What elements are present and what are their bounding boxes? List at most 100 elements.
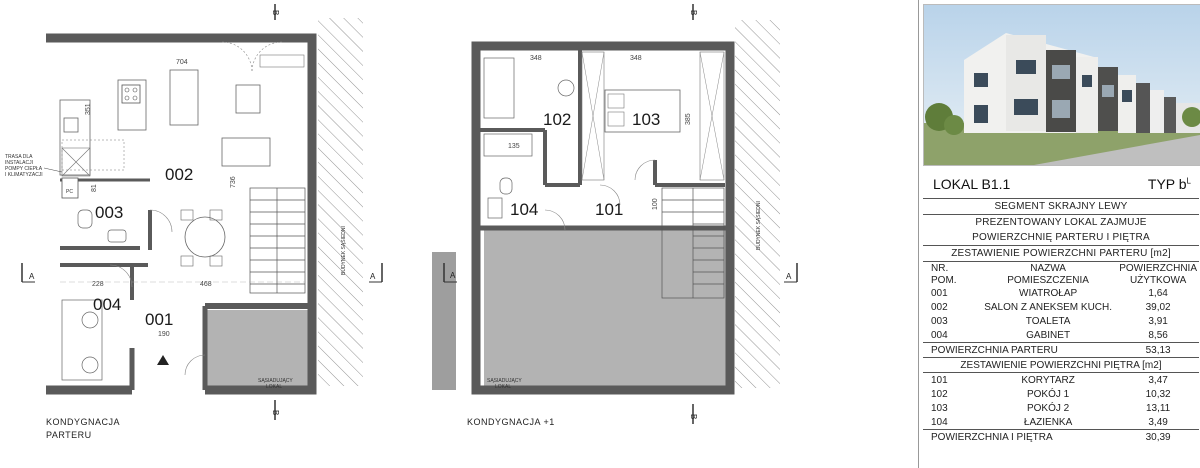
entrance-arrow <box>157 355 169 365</box>
row-nr: 004 <box>931 329 948 341</box>
upper-exterior-walls <box>471 41 735 395</box>
row-nr: 103 <box>931 402 948 414</box>
row-area: 3,47 <box>1148 374 1168 386</box>
section-mark: B <box>689 414 698 419</box>
presented-line-1: PREZENTOWANY LOKAL ZAJMUJE <box>975 217 1147 228</box>
building-photo <box>923 4 1200 166</box>
room-label-101: 101 <box>595 200 623 219</box>
dim: 736 <box>230 176 237 188</box>
col-header-area-2: UŻYTKOWA <box>1129 274 1187 286</box>
ground-caption: KONDYGNACJA <box>46 417 120 427</box>
bathtub <box>483 133 533 157</box>
row-name: SALON Z ANEKSEM KUCH. <box>984 301 1113 313</box>
upper-void-area <box>484 228 730 390</box>
row-area: 3,91 <box>1148 315 1168 327</box>
room-label-102: 102 <box>543 110 571 129</box>
room-label-004: 004 <box>93 295 121 314</box>
row-nr: 003 <box>931 315 948 327</box>
table-row: 004 GABINET 8,56 <box>923 328 1199 343</box>
section-mark: B <box>689 10 698 15</box>
row-area: 39,02 <box>1145 301 1171 313</box>
sofa <box>169 69 199 126</box>
table-header-row: NR. NAZWA POWIERZCHNIA <box>923 262 1199 274</box>
adjacent-label-upper: LOKAL <box>495 384 511 390</box>
ground-total-row: POWIERZCHNIA PARTERU 53,13 <box>923 342 1199 358</box>
stairs-upper <box>661 187 725 299</box>
row-area: 13,11 <box>1145 402 1171 414</box>
table-header-row: POM. POMIESZCZENIA UŻYTKOWA <box>923 274 1199 286</box>
room-label-104: 104 <box>510 200 538 219</box>
adjacent-label: SĄSIADUJĄCY <box>258 378 293 384</box>
section-mark: A <box>370 272 376 281</box>
upper-area-header: ZESTAWIENIE POWIERZCHNI PIĘTRA [m2] <box>960 359 1162 371</box>
office-desk <box>61 299 103 381</box>
row-area: 1,64 <box>1148 287 1168 299</box>
row-area: 3,49 <box>1148 416 1168 428</box>
section-mark: B <box>271 410 280 415</box>
table-row: 001 WIATROŁAP 1,64 <box>923 286 1199 300</box>
adjacent-label: LOKAL <box>266 384 282 390</box>
dim: 190 <box>158 331 170 338</box>
kitchen-island <box>117 79 147 131</box>
row-nr: 001 <box>931 287 948 299</box>
room-label-103: 103 <box>632 110 660 129</box>
row-nr: 104 <box>931 416 948 428</box>
row-name: KORYTARZ <box>1021 374 1075 386</box>
bed <box>604 89 681 133</box>
section-mark: A <box>450 271 456 280</box>
room-label-002: 002 <box>165 165 193 184</box>
row-name: GABINET <box>1026 329 1071 341</box>
ground-total-value: 53,13 <box>1117 342 1199 358</box>
dim: 348 <box>630 55 642 62</box>
upper-total-label: POWIERZCHNIA I PIĘTRA <box>923 429 1118 444</box>
unit-type-sup: L <box>1186 176 1191 186</box>
upper-total-value: 30,39 <box>1117 429 1199 444</box>
ground-total-label: POWIERZCHNIA PARTERU <box>923 342 1118 358</box>
table-row: 103 POKÓJ 2 13,11 <box>923 401 1199 415</box>
row-name: POKÓJ 1 <box>1026 388 1070 400</box>
col-header-nr: NR. <box>931 262 949 274</box>
dim: 468 <box>200 281 212 288</box>
dining-table <box>184 216 226 258</box>
upper-caption: KONDYGNACJA +1 <box>467 417 555 427</box>
room-label-001: 001 <box>145 310 173 329</box>
presented-line-2: POWIERZCHNIĘ PARTERU I PIĘTRA <box>923 230 1199 246</box>
pc-label: PC <box>66 189 73 195</box>
row-name: ŁAZIENKA <box>1023 416 1073 428</box>
col-header-name: NAZWA <box>1030 262 1066 274</box>
info-panel: LOKAL B1.1 TYP bL SEGMENT SKRAJNY LEWY P… <box>918 0 1200 468</box>
segment-line: SEGMENT SKRAJNY LEWY <box>923 199 1199 215</box>
neighbor-hatch <box>318 18 363 386</box>
dim: 100 <box>652 198 659 210</box>
note-line: TRASA DLA <box>5 154 33 160</box>
row-name: TOALETA <box>1025 315 1071 327</box>
note-line: POMPY CIEPŁA <box>5 166 43 172</box>
table-row: 102 POKÓJ 1 10,32 <box>923 387 1199 401</box>
table-row: 002 SALON Z ANEKSEM KUCH. 39,02 <box>923 300 1199 314</box>
col-header-nr-2: POM. <box>931 274 957 286</box>
row-area: 10,32 <box>1145 388 1171 400</box>
neighbor-label-upper: BUDYNEK SĄSIEDNI <box>756 201 762 250</box>
exterior-walls <box>46 33 317 395</box>
col-header-name-2: POMIESZCZENIA <box>1007 274 1089 286</box>
unit-name: LOKAL B1.1 <box>933 176 1011 192</box>
stairs-ground <box>249 187 306 294</box>
col-header-area: POWIERZCHNIA <box>1119 262 1197 274</box>
ground-caption-2: PARTERU <box>46 430 92 440</box>
row-area: 8,56 <box>1148 329 1168 341</box>
row-name: WIATROŁAP <box>1019 287 1078 299</box>
dim: 385 <box>685 113 692 125</box>
dim: 704 <box>176 59 188 66</box>
note-line: I KLIMATYZACJI <box>5 172 43 178</box>
unit-info: LOKAL B1.1 TYP bL SEGMENT SKRAJNY LEWY P… <box>923 170 1199 444</box>
room-label-003: 003 <box>95 203 123 222</box>
note-line: INSTALACJI <box>5 160 33 166</box>
section-mark: A <box>29 272 35 281</box>
dim: 135 <box>508 143 520 150</box>
row-nr: 002 <box>931 301 948 313</box>
floor-plans: PC TRASA DLA INSTALACJI POMPY CIEPŁA I K… <box>5 4 798 440</box>
neighbor-hatch-upper <box>735 20 780 388</box>
section-mark: B <box>271 10 280 15</box>
table-row: 101 KORYTARZ 3,47 <box>923 373 1199 388</box>
row-nr: 102 <box>931 388 948 400</box>
